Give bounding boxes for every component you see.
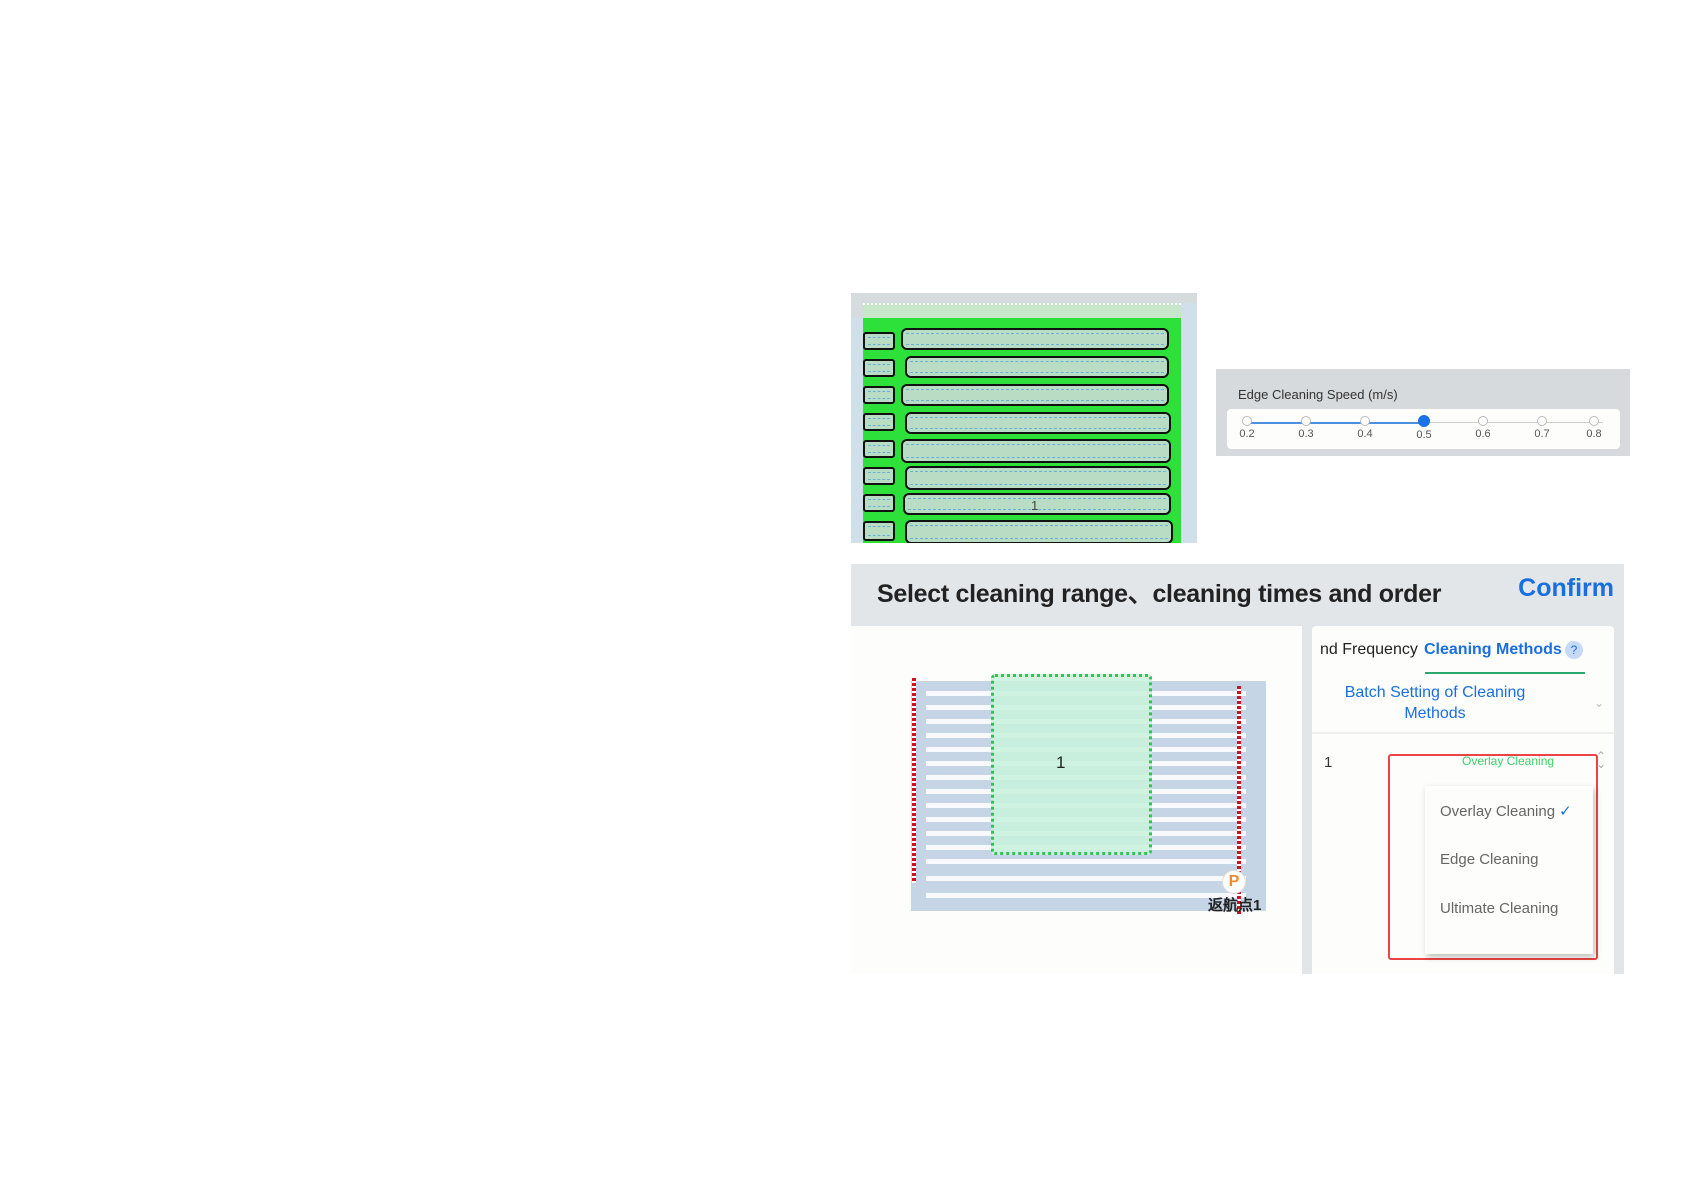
chevron-down-icon: ⌄ <box>1593 696 1604 710</box>
slider-stop-icon <box>1360 416 1370 426</box>
lane-block <box>905 520 1173 543</box>
slider-stop-icon <box>1537 416 1547 426</box>
cleaning-method-menu: Overlay Cleaning✓ Edge Cleaning Ultimate… <box>1425 786 1593 954</box>
settings-side-panel: nd Frequency Cleaning Methods ? Batch Se… <box>1312 626 1614 974</box>
speed-option-0.6[interactable]: 0.6 <box>1463 409 1503 440</box>
menu-item-overlay-cleaning[interactable]: Overlay Cleaning✓ <box>1440 802 1572 820</box>
virtual-wall-right <box>1237 686 1241 916</box>
slider-stop-icon <box>1478 416 1488 426</box>
speed-tick-label: 0.5 <box>1416 429 1432 441</box>
speed-title: Edge Cleaning Speed (m/s) <box>1238 387 1398 402</box>
lane-block <box>863 413 895 431</box>
speed-option-0.4[interactable]: 0.4 <box>1345 409 1385 440</box>
lane-block <box>863 386 895 404</box>
help-icon[interactable]: ? <box>1565 641 1583 659</box>
parking-icon[interactable]: P <box>1222 870 1246 894</box>
cleaning-method-select[interactable]: Overlay Cleaning <box>1462 754 1555 768</box>
lane-block <box>905 356 1169 378</box>
speed-tick-label: 0.8 <box>1586 428 1602 440</box>
zone-number-label: 1 <box>1031 498 1039 513</box>
lane-block <box>863 332 895 350</box>
lane-block <box>903 493 1171 515</box>
tab-bar: nd Frequency Cleaning Methods ? <box>1312 626 1614 681</box>
lane-block <box>863 467 895 485</box>
active-tab-indicator <box>1425 672 1585 674</box>
speed-slider[interactable]: 0.2 0.3 0.4 0.5 0.6 0.7 0.8 <box>1227 409 1620 449</box>
lane-block <box>863 440 895 458</box>
lane-block <box>863 494 895 512</box>
page-title: Select cleaning range、cleaning times and… <box>877 580 1442 608</box>
lane-block <box>901 439 1171 463</box>
check-icon: ✓ <box>1559 803 1572 820</box>
speed-option-0.5[interactable]: 0.5 <box>1404 409 1444 441</box>
speed-tick-label: 0.3 <box>1298 428 1314 440</box>
map-background-left <box>851 318 863 543</box>
menu-item-ultimate-cleaning[interactable]: Ultimate Cleaning <box>1440 900 1558 917</box>
tab-cleaning-methods[interactable]: Cleaning Methods <box>1424 641 1562 658</box>
speed-tick-label: 0.2 <box>1239 428 1255 440</box>
edge-cleaning-speed-panel: Edge Cleaning Speed (m/s) 0.2 0.3 0.4 0.… <box>1216 369 1630 456</box>
speed-tick-label: 0.6 <box>1475 428 1491 440</box>
path-map-image: 1 <box>851 293 1197 543</box>
speed-option-0.8[interactable]: 0.8 <box>1574 409 1614 440</box>
batch-setting-label: Batch Setting of Cleaning Methods <box>1344 684 1526 722</box>
selected-cleaning-zone[interactable]: 1 <box>991 674 1152 855</box>
map-background-right <box>1181 303 1197 543</box>
map-top-border <box>863 303 1181 321</box>
lane-block <box>901 328 1169 350</box>
highlight-annotation-box <box>1388 754 1598 960</box>
cleaning-range-screen: Select cleaning range、cleaning times and… <box>851 564 1624 974</box>
speed-option-0.2[interactable]: 0.2 <box>1227 409 1267 440</box>
zone-number-label: 1 <box>1056 753 1066 772</box>
menu-item-edge-cleaning[interactable]: Edge Cleaning <box>1440 851 1538 868</box>
slider-stop-icon <box>1242 416 1252 426</box>
speed-tick-label: 0.7 <box>1534 428 1550 440</box>
lane-block <box>905 412 1171 434</box>
lane-block <box>863 521 895 541</box>
lane-block <box>863 359 895 377</box>
menu-item-label: Edge Cleaning <box>1440 851 1539 868</box>
slider-stop-icon <box>1589 416 1599 426</box>
sort-caret-icon: ⌃⌄ <box>1596 749 1607 771</box>
cleaning-path-area: 1 <box>863 318 1181 543</box>
slider-stop-icon <box>1301 416 1311 426</box>
slider-track-filled <box>1247 422 1424 424</box>
batch-setting-dropdown[interactable]: Batch Setting of Cleaning Methods ⌄ <box>1312 682 1614 734</box>
menu-item-label: Ultimate Cleaning <box>1440 900 1559 917</box>
speed-option-0.3[interactable]: 0.3 <box>1286 409 1326 440</box>
zone-index: 1 <box>1324 754 1333 771</box>
confirm-button[interactable]: Confirm <box>1518 574 1614 602</box>
menu-item-label: Overlay Cleaning <box>1440 803 1556 820</box>
tab-frequency[interactable]: nd Frequency <box>1320 641 1418 658</box>
zone-row: 1 Overlay Cleaning ⌃⌄ <box>1312 744 1614 784</box>
home-point-label: 返航点1 <box>1208 897 1262 914</box>
virtual-wall-left <box>912 678 916 883</box>
slider-thumb-icon[interactable] <box>1418 415 1430 427</box>
speed-option-0.7[interactable]: 0.7 <box>1522 409 1562 440</box>
lane-block <box>905 466 1171 490</box>
lane-block <box>901 384 1169 406</box>
floor-map[interactable]: 1 P 返航点1 <box>851 626 1302 974</box>
screen-header: Select cleaning range、cleaning times and… <box>851 564 1624 626</box>
speed-tick-label: 0.4 <box>1357 428 1373 440</box>
